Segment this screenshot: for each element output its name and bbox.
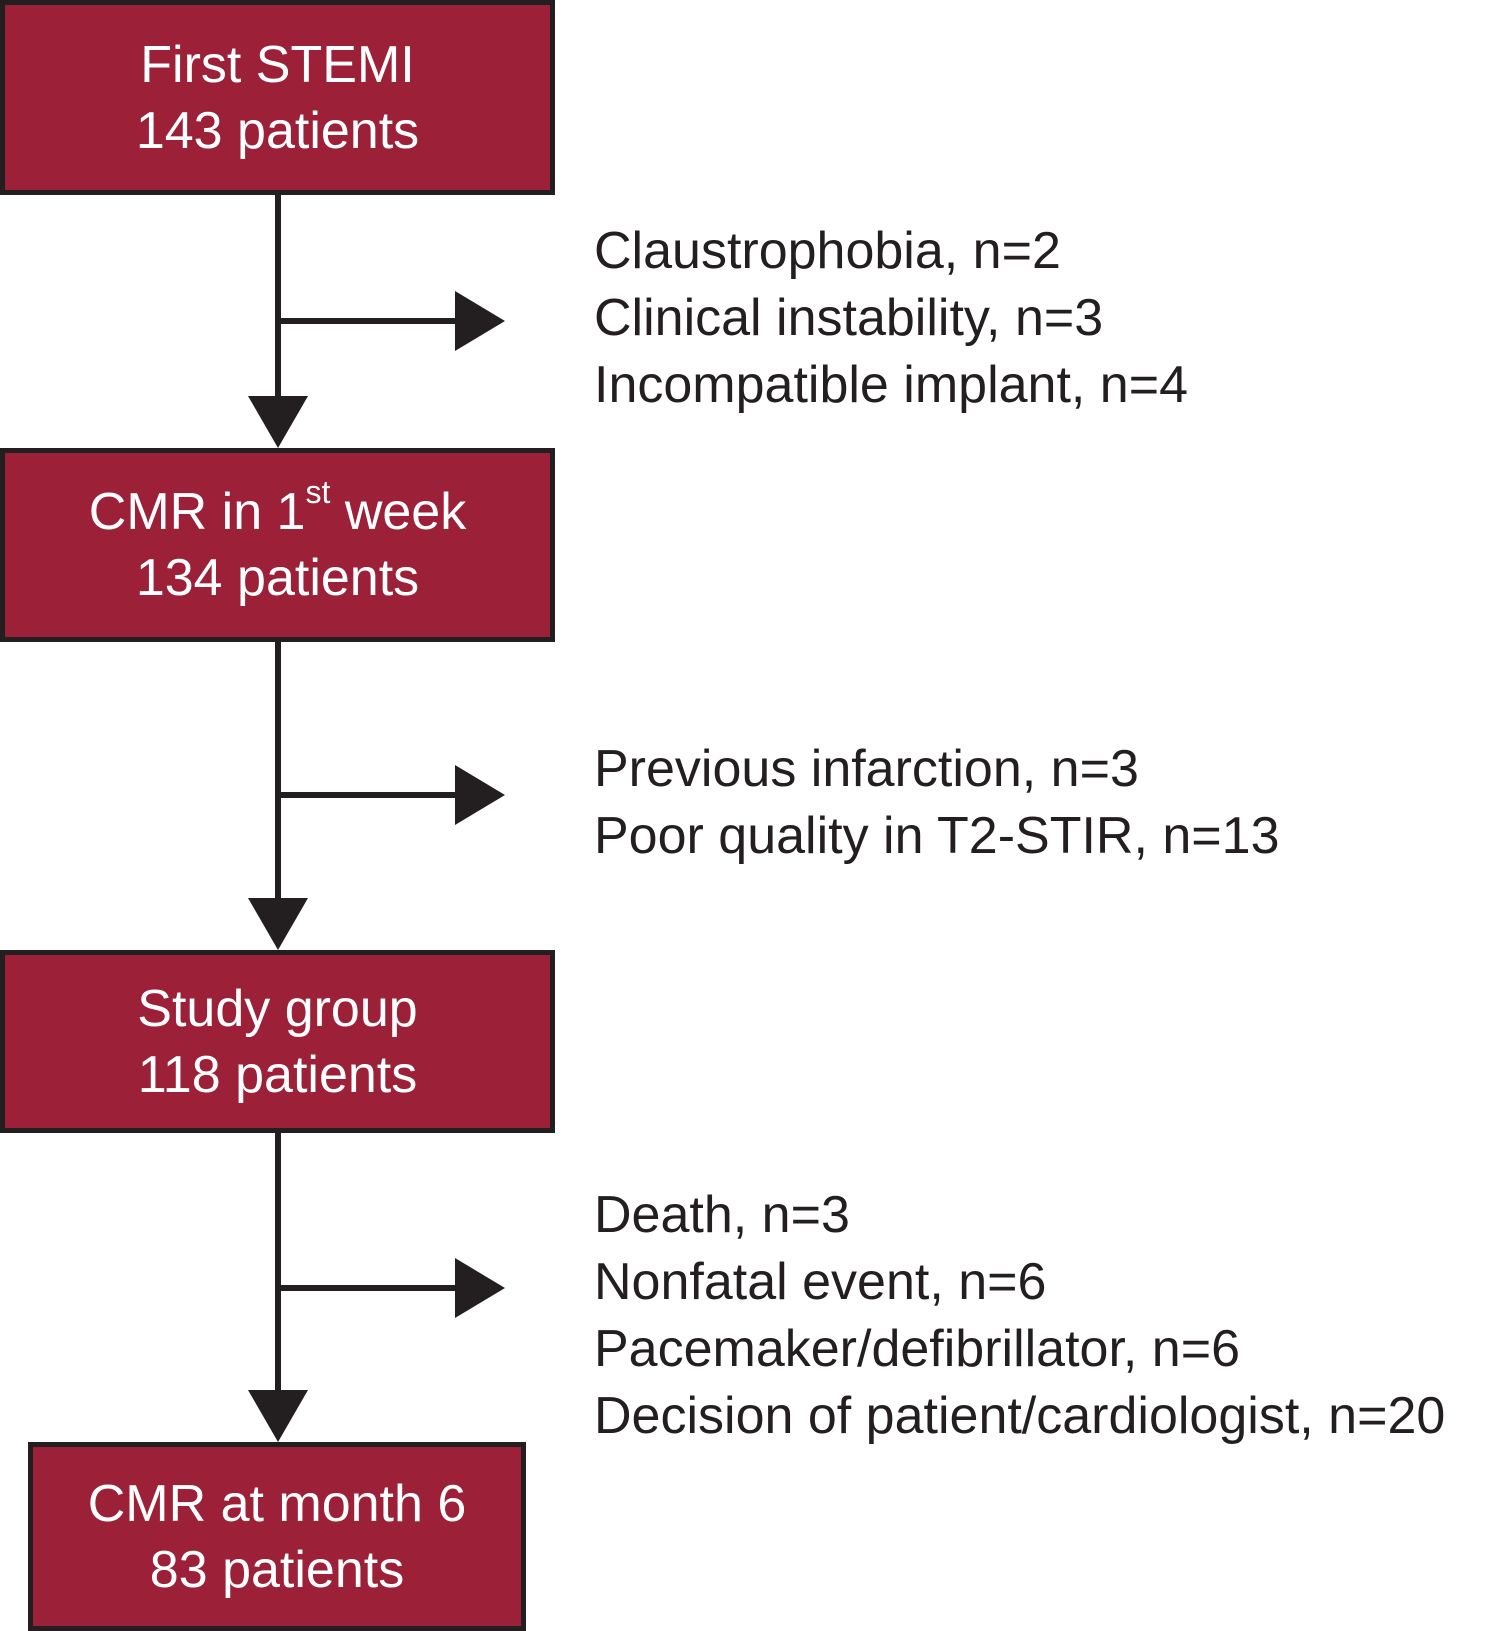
stage-box-first-stemi: First STEMI 143 patients [0,0,555,195]
arrowhead-down-2 [248,898,308,950]
stage-title: CMR in 1st week [88,476,467,545]
stage-box-study-group: Study group 118 patients [0,950,555,1133]
arrowhead-down-3 [248,1390,308,1442]
exclusion-item: Decision of patient/cardiologist, n=20 [594,1387,1446,1445]
exclusion-item: Previous infarction, n=3 [594,740,1139,798]
stage-count: 118 patients [137,1045,418,1104]
arrowhead-right-1 [455,291,505,351]
arrowhead-right-3 [455,1258,505,1318]
exclusion-item: Pacemaker/defibrillator, n=6 [594,1320,1241,1378]
exclusion-item: Claustrophobia, n=2 [594,222,1061,280]
stage-title: First STEMI [140,35,415,94]
stage-box-cmr-month-6: CMR at month 6 83 patients [28,1442,526,1631]
exclusion-list-1: Claustrophobia, n=2 Clinical instability… [594,218,1188,419]
arrowhead-right-2 [455,765,505,825]
stage-box-cmr-first-week: CMR in 1st week 134 patients [0,448,555,642]
exclusion-item: Incompatible implant, n=4 [594,356,1189,414]
stage-title: Study group [137,979,418,1038]
stage-count: 83 patients [149,1540,405,1599]
exclusion-item: Death, n=3 [594,1186,850,1244]
exclusion-item: Poor quality in T2-STIR, n=13 [594,807,1280,865]
exclusion-item: Nonfatal event, n=6 [594,1253,1047,1311]
arrowhead-down-1 [248,396,308,448]
exclusion-list-2: Previous infarction, n=3 Poor quality in… [594,736,1280,870]
exclusion-item: Clinical instability, n=3 [594,289,1104,347]
stage-title-superscript: st [305,473,331,510]
stage-title-main: CMR in 1 [88,483,306,541]
stage-title: CMR at month 6 [87,1474,467,1533]
exclusion-list-3: Death, n=3 Nonfatal event, n=6 Pacemaker… [594,1182,1445,1450]
stage-count: 134 patients [135,549,420,607]
stage-title-end: week [330,483,467,541]
stage-count: 143 patients [135,101,420,160]
